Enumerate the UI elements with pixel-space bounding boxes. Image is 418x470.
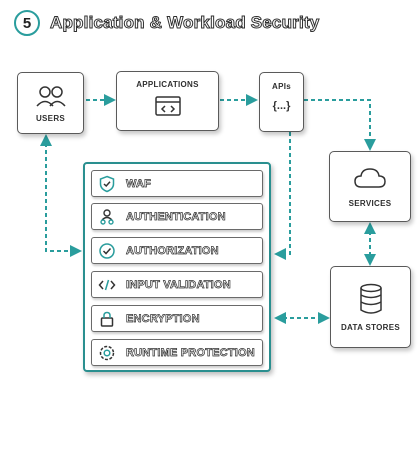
arrow-users-stack [40,134,82,257]
gear-icon [99,345,115,360]
people-icon [100,208,114,225]
arrow-apis-authorization [274,132,291,260]
app-window-icon [154,96,181,116]
layer-runtime-protection: RUNTIME PROTECTION [91,339,263,366]
layer-encryption-label: ENCRYPTION [126,312,200,325]
step-number-badge: 5 [14,10,40,36]
layer-authentication: AUTHENTICATION [91,203,263,230]
layer-authorization: AUTHORIZATION [91,237,263,264]
node-apis: APIs {...} [259,72,304,132]
check-icon [99,242,115,259]
node-services-label: SERVICES [348,199,392,208]
node-data-stores: DATA STORES [330,266,411,348]
shield-icon [99,175,115,192]
node-applications: APPLICATIONS [116,71,219,131]
layer-input-validation-label: INPUT VALIDATION [126,278,231,291]
users-icon [35,85,66,107]
layer-authentication-label: AUTHENTICATION [126,210,226,223]
node-apis-label: APIs [272,82,291,91]
layer-encryption: ENCRYPTION [91,305,263,332]
security-layer-stack: WAF AUTHENTICATION AUTHORIZATION INPUT V… [83,162,271,372]
code-icon [98,279,116,290]
cloud-icon [354,168,386,188]
node-users: USERS [17,72,84,134]
database-icon [359,283,382,314]
node-users-label: USERS [35,113,66,123]
node-services: SERVICES [329,151,411,222]
layer-runtime-protection-label: RUNTIME PROTECTION [126,346,255,359]
header: 5 Application & Workload Security [14,8,320,38]
braces-icon: {...} [272,100,291,112]
arrow-apis-services [304,99,376,151]
lock-icon [100,311,114,327]
layer-authorization-label: AUTHORIZATION [126,244,219,257]
page-title: Application & Workload Security [49,13,320,33]
layer-waf-label: WAF [126,177,152,190]
node-applications-label: APPLICATIONS [136,80,199,89]
node-data-stores-label: DATA STORES [340,322,400,332]
layer-waf: WAF [91,170,263,197]
layer-input-validation: INPUT VALIDATION [91,271,263,298]
